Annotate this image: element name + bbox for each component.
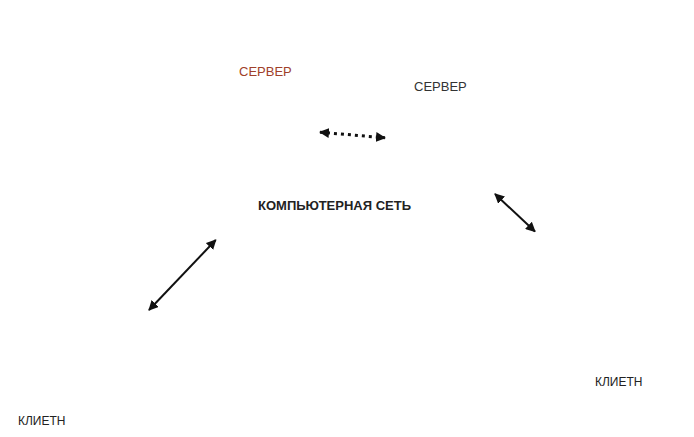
client-node: КЛИЕТН [2,310,177,435]
server-label: СЕРВЕР [239,64,292,80]
client-workstation [2,320,162,432]
connection-arrow [495,194,535,232]
client-node: КЛИЕТН [535,215,692,395]
connection-arrow [320,132,385,138]
server-node: СЕРВЕР [210,60,320,195]
client-label: КЛИЕТН [595,375,643,389]
connection-arrow [149,240,216,310]
mouse [232,232,286,282]
server-computer [389,99,493,193]
network-label: КОМПЬЮТЕРНАЯ СЕТЬ [258,198,411,214]
server-node: СЕРВЕР [385,75,495,210]
network-cloud: КОМПЬЮТЕРНАЯ СЕТЬ СЕРВЕР СЕРВЕР [120,0,540,240]
server-computer [214,84,318,178]
server-label: СЕРВЕР [414,79,467,95]
client-label: КЛИЕТН [18,414,66,428]
client-workstation [545,232,688,368]
